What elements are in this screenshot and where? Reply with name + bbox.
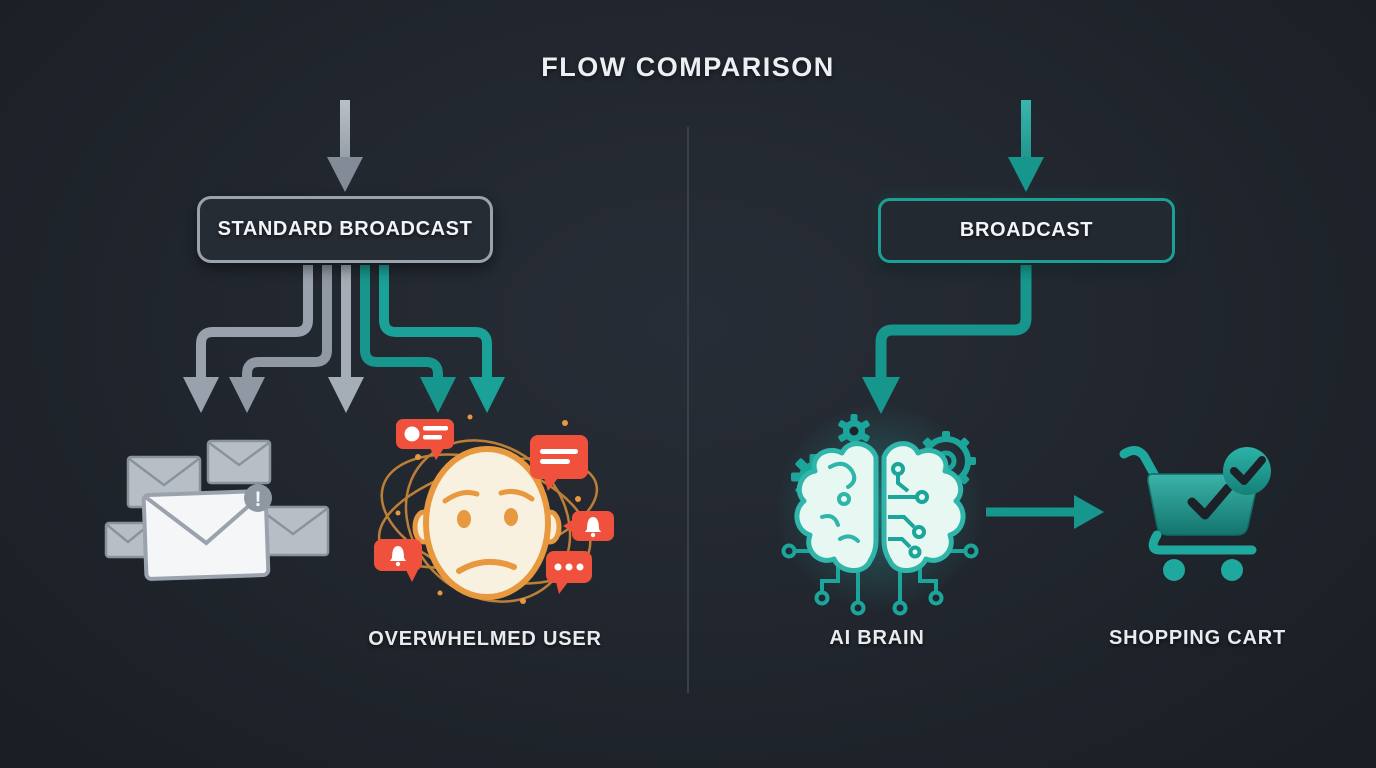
check-badge-icon xyxy=(1223,447,1271,495)
ellipsis-bubble-icon xyxy=(546,551,592,594)
left-down-arrow-icon xyxy=(327,100,363,192)
right-down-arrow-icon xyxy=(1008,100,1044,192)
ai-brain-caption: AI BRAIN xyxy=(829,627,925,649)
message-bubble-icon xyxy=(530,435,588,491)
background-envelopes xyxy=(104,439,330,581)
standard-broadcast-label: STANDARD BROADCAST xyxy=(217,218,473,240)
ai-brain-icon xyxy=(776,403,984,616)
shopping-cart-icon xyxy=(1119,446,1271,581)
message-bubble-icon xyxy=(396,419,454,460)
center-divider xyxy=(687,127,689,693)
chaos-dots xyxy=(395,414,581,604)
broadcast-label: BROADCAST xyxy=(959,219,1094,241)
cart-wheel xyxy=(1221,559,1243,581)
fanout-arrows-icon xyxy=(183,265,505,413)
cart-check-icon xyxy=(1187,483,1233,520)
page-title: FLOW COMPARISON xyxy=(541,52,835,82)
shopping-cart-caption: SHOPPING CART xyxy=(1108,627,1287,649)
cart-wheel xyxy=(1163,559,1185,581)
overwhelmed-face-icon xyxy=(374,414,614,604)
right-arrow-icon xyxy=(986,495,1104,529)
worried-face xyxy=(412,446,562,600)
standard-broadcast-node: STANDARD BROADCAST xyxy=(197,196,493,263)
bell-bubble-icon xyxy=(563,511,614,541)
bell-bubble-icon xyxy=(374,539,422,582)
brain-hemispheres xyxy=(794,441,966,573)
elbow-arrow-icon xyxy=(862,265,1032,414)
cart-body xyxy=(1119,446,1259,581)
notification-bubbles xyxy=(374,419,614,594)
alert-badge-text: ! xyxy=(255,488,262,511)
envelope-stack-icon: ! xyxy=(104,439,330,581)
broadcast-node: BROADCAST xyxy=(878,198,1175,263)
alert-badge-icon: ! xyxy=(244,484,272,512)
overwhelmed-user-caption: OVERWHELMED USER xyxy=(368,628,602,650)
